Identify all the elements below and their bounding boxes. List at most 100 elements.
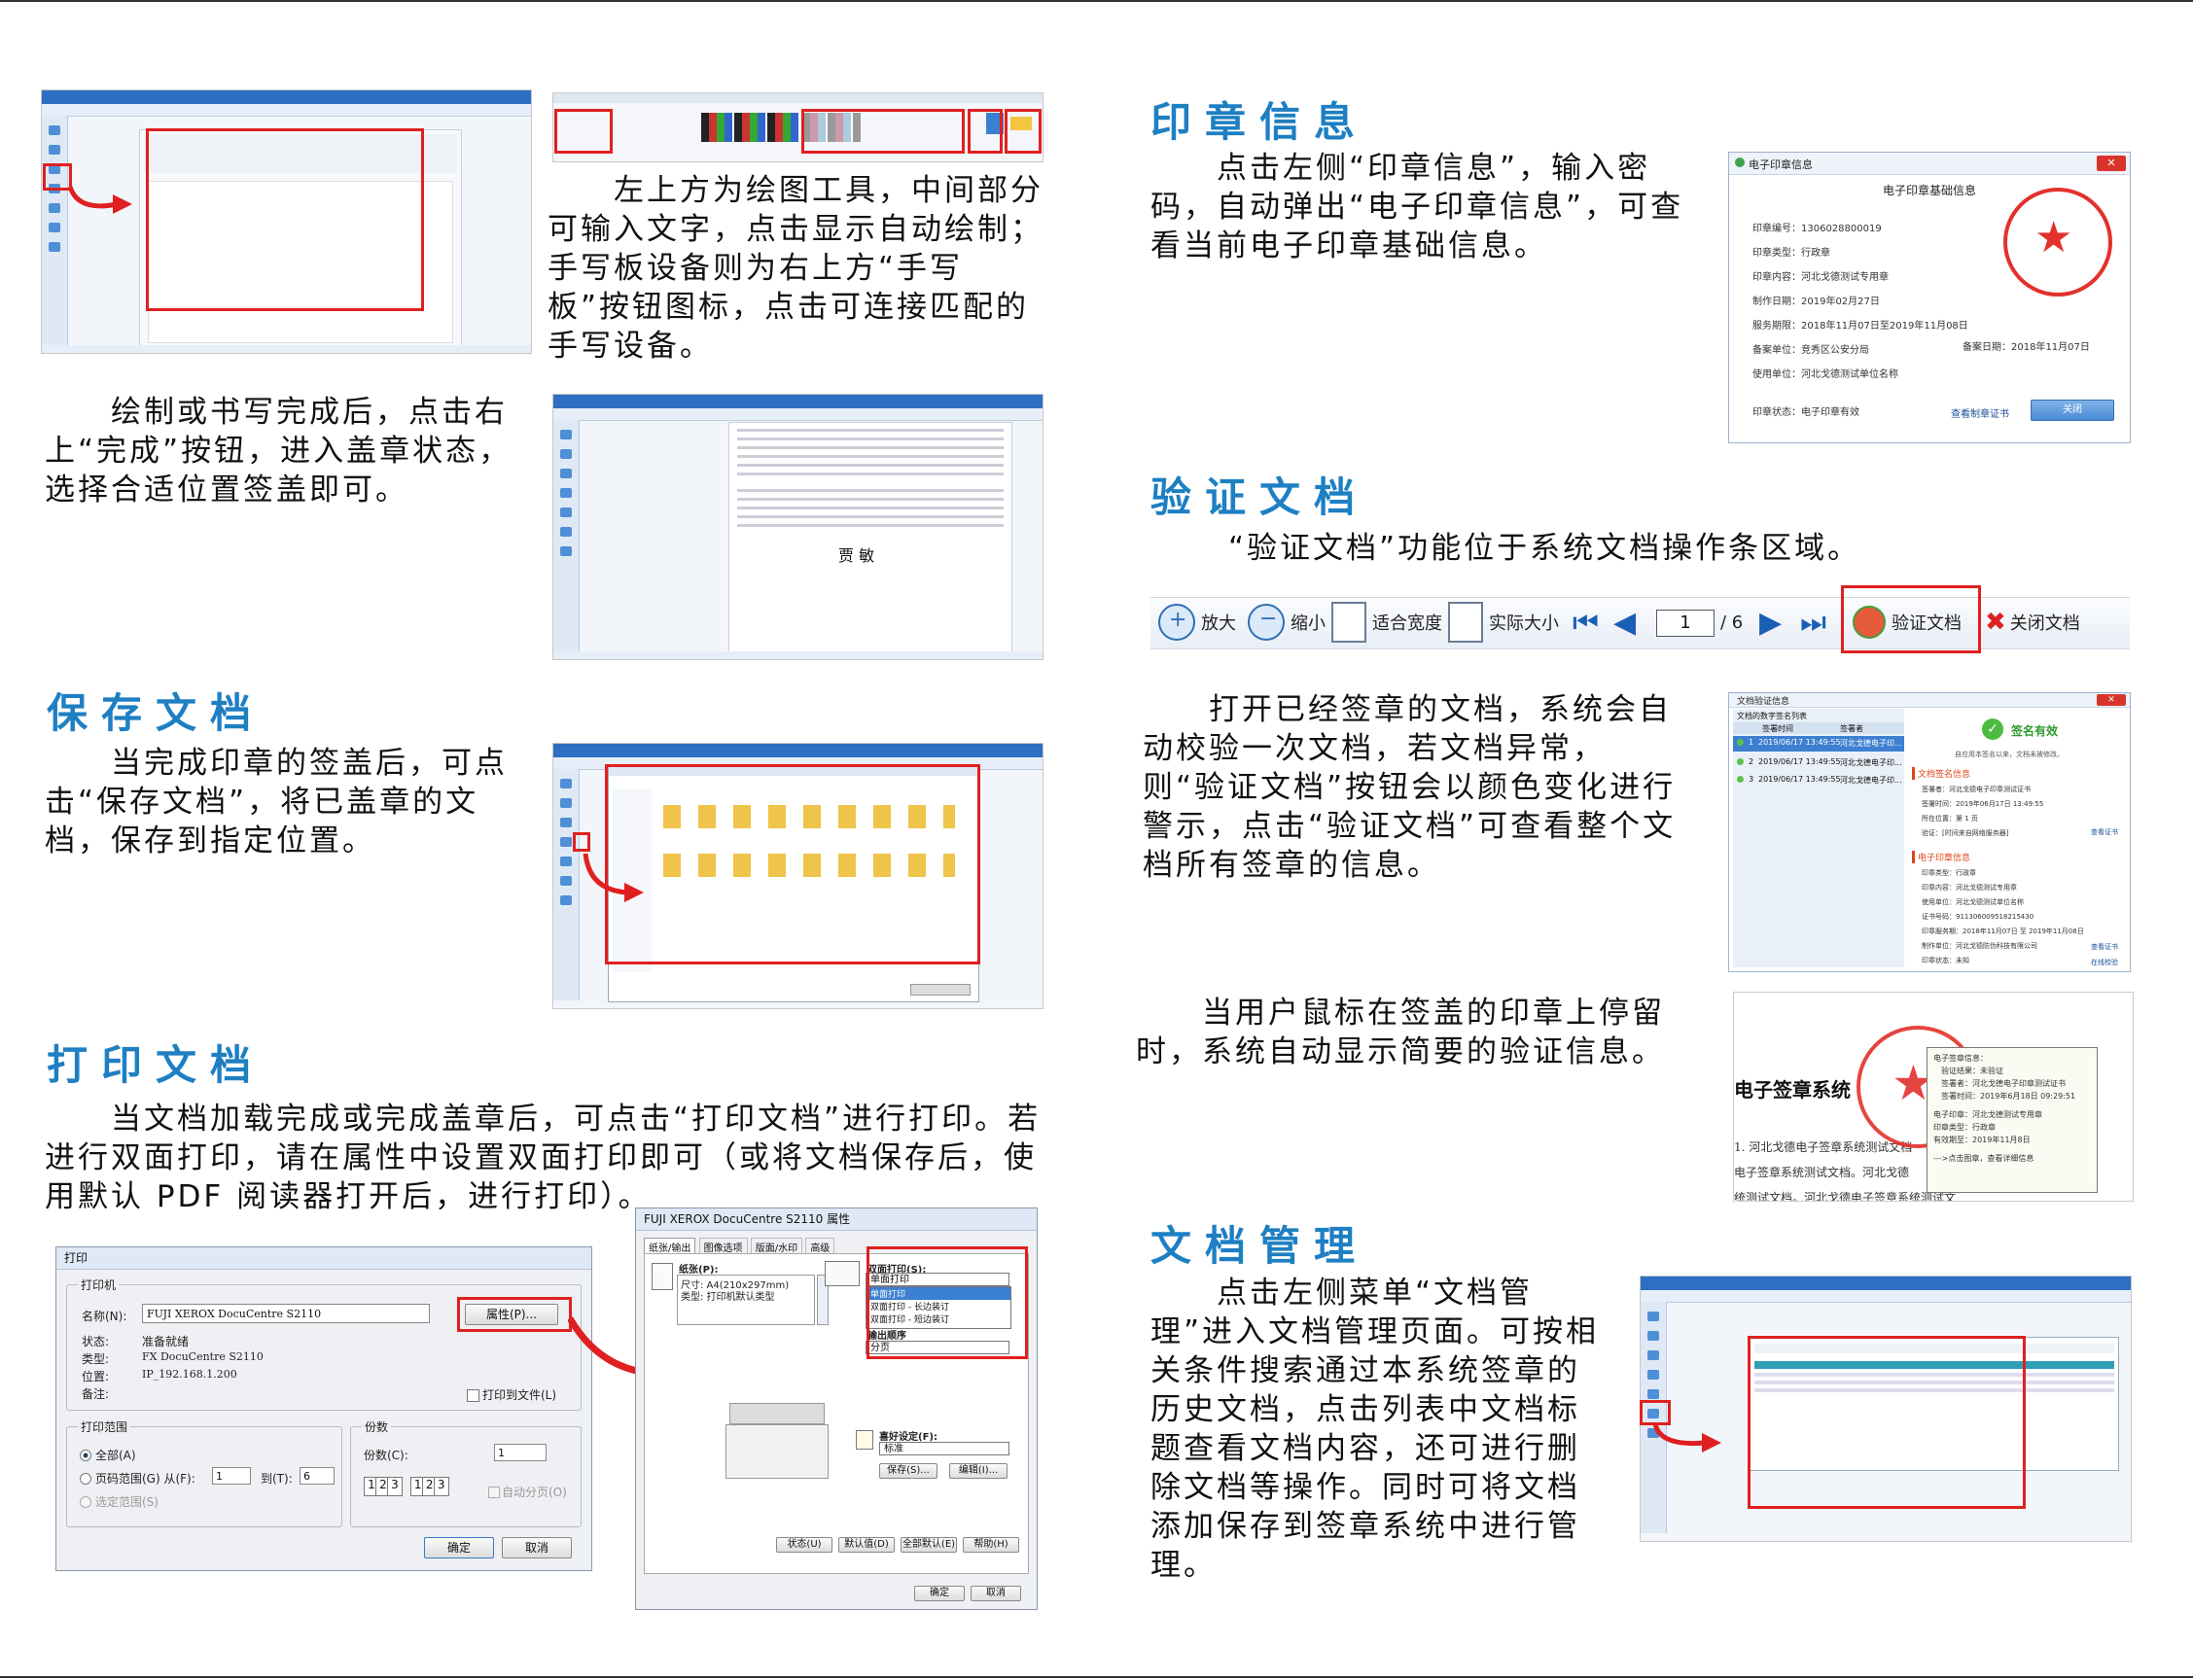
range-from-input[interactable]: 1: [212, 1467, 251, 1485]
name-label: 名称(N):: [82, 1310, 127, 1323]
duplex-select[interactable]: 单面打印: [866, 1273, 1009, 1286]
tooltip-line: 电子签章信息：: [1933, 1054, 1988, 1063]
defaults-button[interactable]: 默认值(D): [838, 1537, 895, 1553]
where-label: 位置:: [82, 1370, 110, 1383]
seal-info-heading: 电子印章信息: [1912, 851, 1970, 863]
verify-label: 验证文档: [1892, 613, 1962, 634]
duplex-option[interactable]: 双面打印 - 长边装订: [870, 1303, 949, 1312]
actual-size-button[interactable]: 实际大小: [1448, 598, 1559, 647]
view-cert-link[interactable]: 查看证书: [2091, 828, 2118, 836]
verify-paragraph-2: 打开已经签章的文档，系统会自动校验一次文档，若文档异常，则“验证文档”按钮会以颜…: [1143, 692, 1677, 883]
close-icon[interactable]: ✕: [2097, 694, 2126, 706]
signed-document-screenshot: [552, 394, 1043, 660]
signature-row[interactable]: 3 2019/06/17 13:49:55 河北戈德电子印...: [1733, 773, 1904, 788]
copies-stepper[interactable]: 1: [494, 1444, 547, 1461]
seal-close-button[interactable]: 关闭: [2031, 400, 2114, 421]
print-dialog: 打印 打印机 名称(N): FUJI XEROX DocuCentre S211…: [55, 1246, 592, 1571]
row-signer: 河北戈德电子印...: [1840, 758, 1902, 767]
output-order-select[interactable]: 分页: [866, 1341, 1009, 1354]
check-icon: ✓: [1982, 718, 2003, 740]
drawing-toolbar-screenshot: [552, 92, 1043, 162]
copies-group-label: 份数: [362, 1418, 392, 1435]
range-selection-radio[interactable]: [80, 1496, 91, 1508]
close-document-button[interactable]: ✖ 关闭文档: [1985, 598, 2080, 647]
view-cert-link[interactable]: 查看制章证书: [1951, 409, 2009, 420]
duplex-highlight: [867, 1246, 1028, 1359]
range-to-input[interactable]: 6: [300, 1467, 335, 1485]
draw-paragraph-1: 左上方为绘图工具，中间部分可输入文字，点击显示自动绘制；手写板设备则为右上方“手…: [548, 173, 1043, 364]
duplex-option[interactable]: 双面打印 - 短边装订: [870, 1315, 949, 1325]
verify-paragraph-1: “验证文档”功能位于系统文档操作条区域。: [1228, 531, 1861, 566]
favorites-save-button[interactable]: 保存(S)...: [879, 1463, 937, 1479]
seal-tooltip-screenshot: 电子签章系统 1. 河北戈德电子签章系统测试文档 电子签章系统测试文档。河北戈德…: [1733, 992, 2134, 1202]
tab-advanced[interactable]: 高级: [805, 1238, 835, 1255]
seal-info-row: 印章编号：1306028800019: [1752, 224, 1882, 234]
seal-detail-row: 印章服务期：2018年11月07日 至 2019年11月08日: [1922, 928, 2084, 935]
range-group-label: 打印范围: [78, 1418, 131, 1435]
zoom-in-button[interactable]: + 放大: [1158, 598, 1236, 647]
type-label: 类型:: [82, 1352, 110, 1366]
close-icon[interactable]: ✕: [2097, 156, 2126, 171]
range-all-radio[interactable]: [80, 1450, 91, 1461]
doc-signature-row: 签署者：河北戈德电子印章测试证书: [1922, 786, 2031, 793]
signature-list-panel: 文档的数字签名列表 签署时间 签署者 1 2019/06/17 13:49:55…: [1733, 709, 1904, 967]
range-pages-radio[interactable]: [80, 1473, 91, 1485]
favorites-edit-button[interactable]: 编辑(I)...: [949, 1463, 1008, 1479]
range-all-label: 全部(A): [95, 1449, 136, 1462]
paper-scroll[interactable]: [817, 1275, 829, 1325]
printer-group: [66, 1284, 582, 1411]
printer-illustration: [720, 1393, 836, 1481]
properties-dialog-title: FUJI XEROX DocuCentre S2110 属性: [636, 1208, 1037, 1231]
seal-info-window: 电子印章信息 ✕ 电子印章基础信息 印章编号：1306028800019 印章类…: [1728, 152, 2131, 443]
app-icon: [1735, 158, 1745, 167]
tooltip-line: 签署者：河北戈德电子印章测试证书: [1941, 1079, 2066, 1088]
doc-signature-list: 签署者：河北戈德电子印章测试证书 签署时间：2019年06月17日 13:49:…: [1922, 783, 2043, 841]
view-cert-link[interactable]: 查看证书: [2091, 943, 2118, 951]
first-page-icon[interactable]: ⏮: [1573, 605, 1599, 640]
zoom-out-icon: −: [1248, 604, 1285, 641]
page-number-input[interactable]: 1: [1656, 610, 1715, 637]
status-button[interactable]: 状态(U): [776, 1537, 832, 1553]
col-time: 签署时间: [1762, 724, 1793, 733]
printer-name-select[interactable]: FUJI XEROX DocuCentre S2110: [142, 1304, 430, 1323]
row-index: 2: [1749, 757, 1754, 766]
collate-checkbox[interactable]: [488, 1487, 500, 1498]
properties-tabs: 纸张/输出 图像选项 版面/水印 高级: [644, 1238, 835, 1255]
valid-dot-icon: [1737, 739, 1744, 746]
zoom-out-button[interactable]: − 缩小: [1248, 598, 1326, 647]
last-page-icon[interactable]: ⏭: [1800, 605, 1826, 640]
print-cancel-button[interactable]: 取消: [502, 1537, 572, 1558]
doc-title-text: 电子签章系统: [1734, 1078, 1851, 1102]
handwritten-signature: 贾 敏: [838, 546, 875, 565]
favorites-select[interactable]: 标准: [879, 1442, 1009, 1455]
tablet-button-highlight: [968, 109, 1003, 154]
next-page-icon[interactable]: ▶: [1759, 605, 1783, 640]
verify-document-button[interactable]: 验证文档: [1853, 598, 1962, 647]
dialog-highlight: [146, 128, 424, 311]
signature-row[interactable]: 2 2019/06/17 13:49:55 河北戈德电子印...: [1733, 755, 1904, 771]
all-defaults-button[interactable]: 全部默认(E): [901, 1537, 957, 1553]
seal-info-row: 备案单位：竞秀区公安分局: [1752, 345, 1869, 356]
row-time: 2019/06/17 13:49:55: [1758, 775, 1841, 784]
properties-cancel-button[interactable]: 取消: [971, 1586, 1021, 1601]
signature-row[interactable]: 1 2019/06/17 13:49:55 河北戈德电子印...: [1733, 736, 1904, 752]
fit-width-button[interactable]: 适合宽度: [1331, 598, 1442, 647]
printer-properties-button[interactable]: 属性(P)...: [465, 1304, 558, 1325]
actual-size-icon: [1448, 602, 1483, 643]
help-button[interactable]: 帮助(H): [963, 1537, 1019, 1553]
bottom-rule: [0, 1676, 2193, 1678]
seal-heading: 电子印章基础信息: [1882, 184, 1976, 197]
comment-label: 备注:: [82, 1387, 110, 1401]
favorites-icon: [856, 1430, 873, 1450]
online-verify-link[interactable]: 在线校验: [2091, 959, 2118, 966]
doc-signature-row: 验证：[时间来自网络服务器]: [1922, 829, 2009, 837]
properties-ok-button[interactable]: 确定: [914, 1586, 965, 1601]
seal-detail-row: 证书号码：911306009518215430: [1922, 913, 2034, 921]
prev-page-icon[interactable]: ◀: [1613, 605, 1637, 640]
tooltip-line: 验证结果：未验证: [1941, 1067, 2003, 1075]
doc-body-line: 电子签章系统测试文档。河北戈德: [1734, 1166, 1910, 1179]
print-to-file-checkbox[interactable]: [467, 1389, 479, 1402]
duplex-option[interactable]: 单面打印: [867, 1287, 1010, 1300]
print-ok-button[interactable]: 确定: [424, 1537, 494, 1558]
